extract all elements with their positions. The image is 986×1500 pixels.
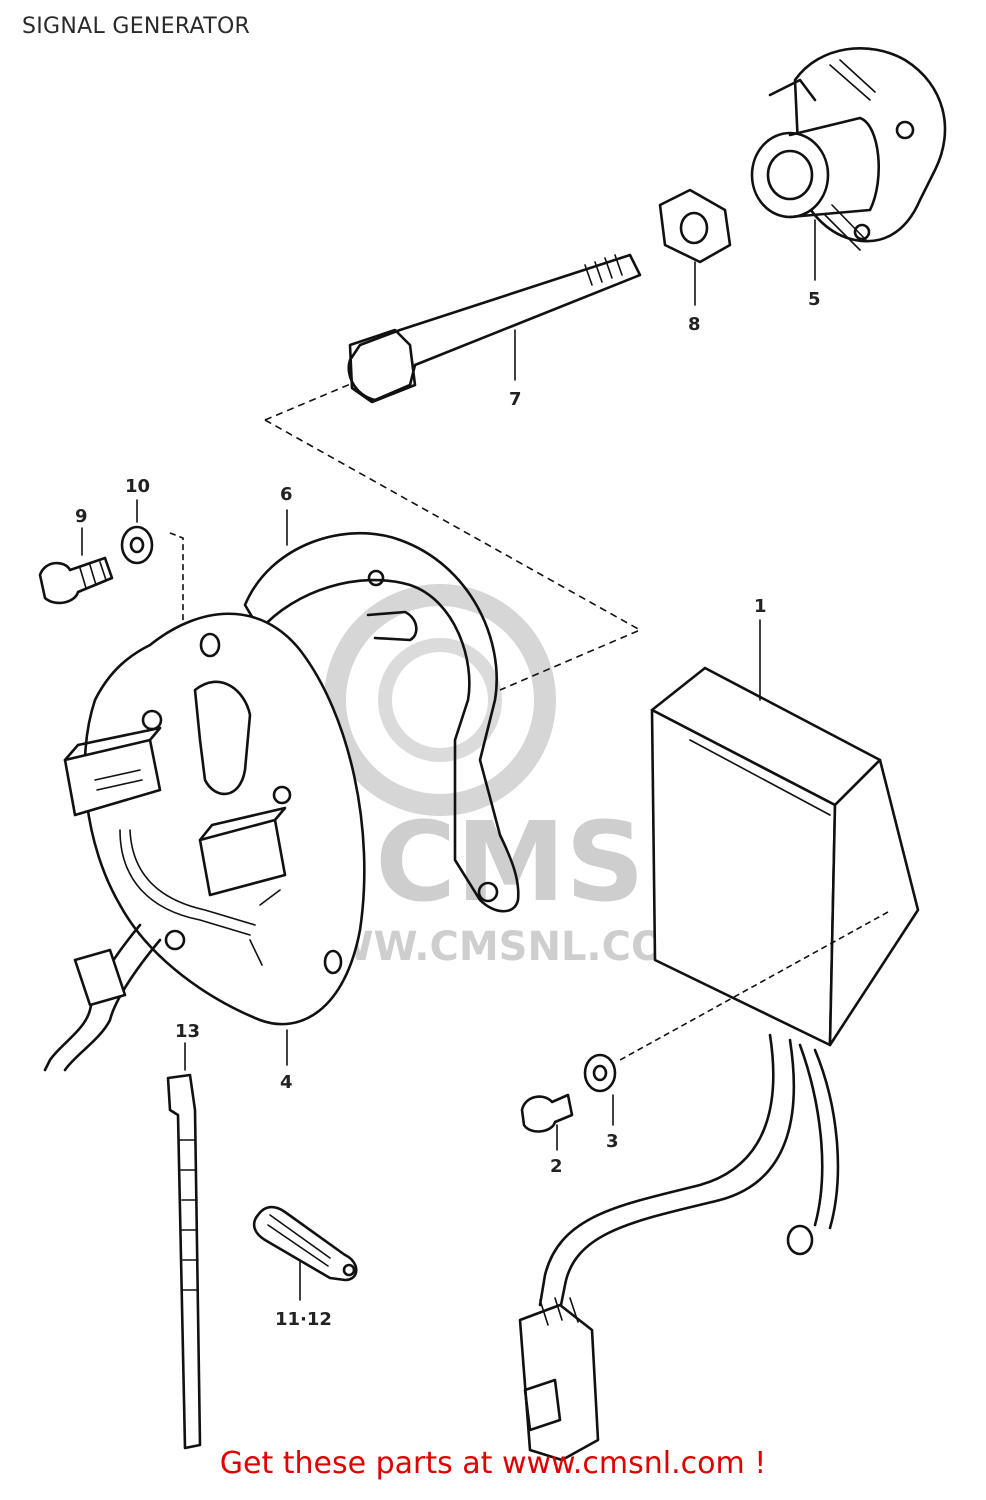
- igniter-unit: [650, 666, 920, 1047]
- callout-6: 6: [280, 484, 293, 505]
- igniter-cable: [538, 1033, 840, 1312]
- footer-link[interactable]: Get these parts at www.cmsnl.com !: [219, 1446, 767, 1481]
- governor-assembly: [750, 47, 947, 251]
- callout-3: 3: [606, 1131, 619, 1152]
- cable-tie: [166, 1073, 202, 1450]
- callout-11-12: 11·12: [275, 1309, 332, 1330]
- gasket: [243, 532, 520, 913]
- callout-4: 4: [280, 1072, 293, 1093]
- callout-8: 8: [688, 314, 701, 335]
- screw-2: [520, 1093, 574, 1133]
- leader-9-10-dash: [169, 532, 205, 661]
- nut: [658, 188, 732, 264]
- callout-5: 5: [808, 289, 821, 310]
- diagram-title: SIGNAL GENERATOR: [22, 14, 251, 39]
- screw-9: [38, 556, 114, 605]
- connector: [518, 1297, 600, 1462]
- callout-2: 2: [550, 1156, 563, 1177]
- assembly-line: [264, 379, 361, 421]
- washer-10: [120, 525, 154, 565]
- callout-9: 9: [75, 506, 88, 527]
- callout-1: 1: [754, 596, 767, 617]
- watermark: CMS WWW.CMSNL.COM: [285, 584, 705, 970]
- footer-cta[interactable]: Get these parts at www.cmsnl.com !: [0, 1446, 986, 1481]
- assembly-line-2: [264, 419, 642, 691]
- watermark-brand: CMS: [375, 798, 644, 926]
- signal-plate: [63, 612, 366, 1026]
- callout-10: 10: [125, 476, 150, 497]
- plate-cable: [43, 923, 162, 1072]
- washer-3: [583, 1053, 617, 1093]
- leader-1-bolt-dash: [619, 911, 889, 1061]
- callout-13: 13: [175, 1021, 200, 1042]
- callout-7: 7: [509, 389, 522, 410]
- clamp: [252, 1205, 358, 1282]
- bolt: [347, 253, 642, 404]
